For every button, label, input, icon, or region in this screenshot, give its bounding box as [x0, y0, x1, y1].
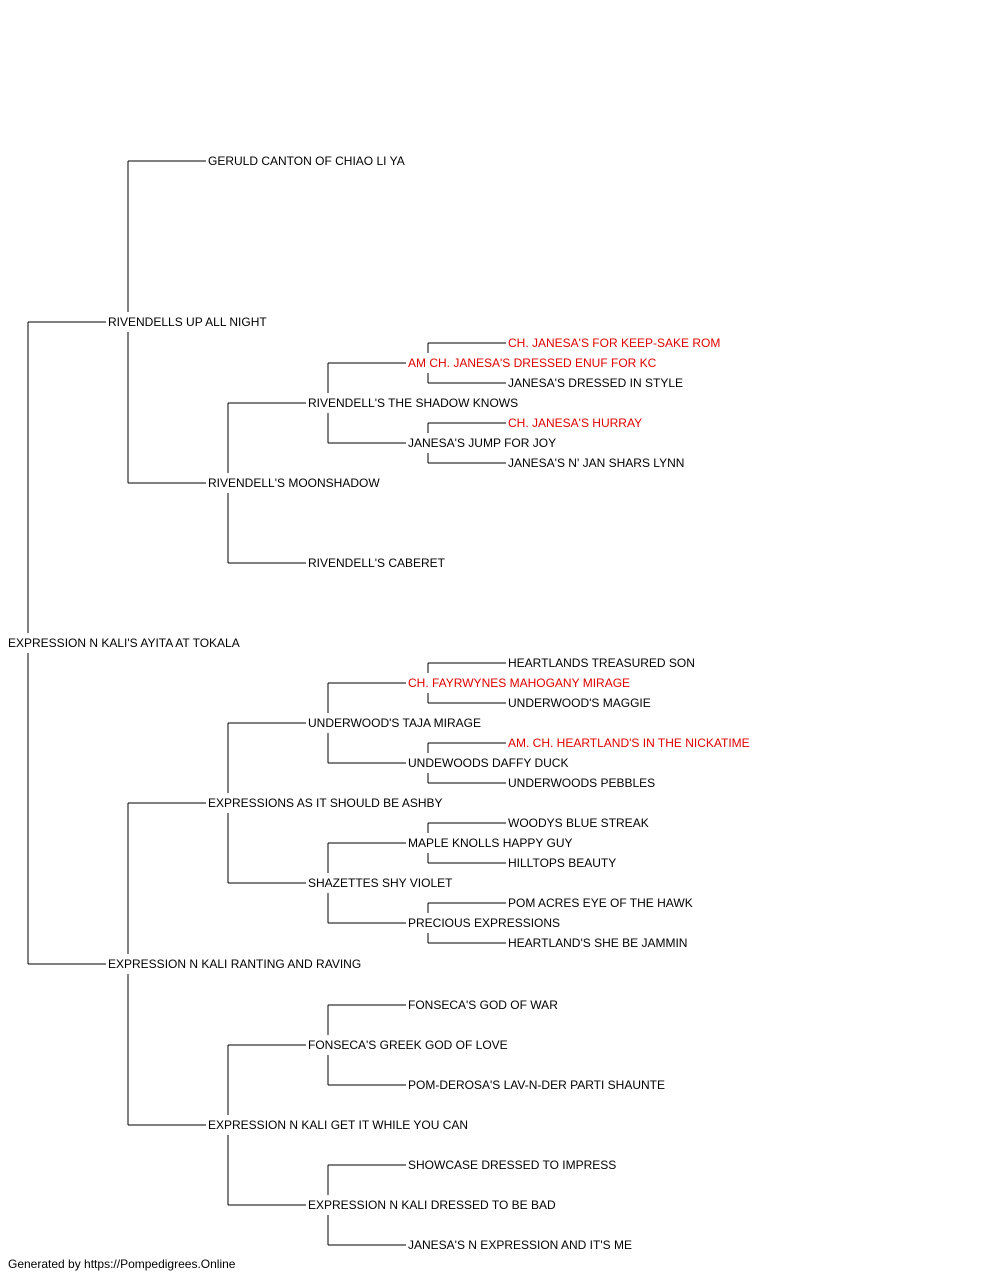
dam-name: JANESA'S N EXPRESSION AND IT'S ME [408, 1238, 632, 1252]
sire-name: AM. CH. HEARTLAND'S IN THE NICKATIME [508, 736, 750, 750]
dam-name: JANESA'S N' JAN SHARS LYNN [508, 456, 685, 470]
dam-name: HILLTOPS BEAUTY [508, 856, 617, 870]
dam-name: POM-DEROSA'S LAV-N-DER PARTI SHAUNTE [408, 1078, 665, 1092]
dam-name: RIVENDELL'S MOONSHADOW [208, 476, 380, 490]
sire-name: RIVENDELL'S THE SHADOW KNOWS [308, 396, 519, 410]
sire-name: UNDERWOOD'S TAJA MIRAGE [308, 716, 481, 730]
dam-name: HEARTLAND'S SHE BE JAMMIN [508, 936, 688, 950]
sire-name: EXPRESSIONS AS IT SHOULD BE ASHBY [208, 796, 443, 810]
dam-name: PRECIOUS EXPRESSIONS [408, 916, 561, 930]
dam-name: SHAZETTES SHY VIOLET [308, 876, 453, 890]
sire-name: CH. JANESA'S FOR KEEP-SAKE ROM [508, 336, 721, 350]
dam-name: JANESA'S JUMP FOR JOY [408, 436, 557, 450]
sire-name: AM CH. JANESA'S DRESSED ENUF FOR KC [408, 356, 657, 370]
sire-name: HEARTLANDS TREASURED SON [508, 656, 695, 670]
sire-name: GERULD CANTON OF CHIAO LI YA [208, 154, 405, 168]
sire-name: MAPLE KNOLLS HAPPY GUY [408, 836, 573, 850]
sire-name: SHOWCASE DRESSED TO IMPRESS [408, 1158, 617, 1172]
sire-name: CH. FAYRWYNES MAHOGANY MIRAGE [408, 676, 631, 690]
sire-name: WOODYS BLUE STREAK [508, 816, 649, 830]
sire-name: RIVENDELLS UP ALL NIGHT [108, 315, 267, 329]
dam-name: UNDERWOODS PEBBLES [508, 776, 656, 790]
sire-name: FONSECA'S GOD OF WAR [408, 998, 558, 1012]
dam-name: RIVENDELL'S CABERET [308, 556, 445, 570]
dam-name: EXPRESSION N KALI DRESSED TO BE BAD [308, 1198, 556, 1212]
dam-name: JANESA'S DRESSED IN STYLE [508, 376, 684, 390]
dam-name: EXPRESSION N KALI GET IT WHILE YOU CAN [208, 1118, 469, 1132]
dam-name: UNDEWOODS DAFFY DUCK [408, 756, 569, 770]
dam-name: UNDERWOOD'S MAGGIE [508, 696, 651, 710]
generated-by-footer: Generated by https://Pompedigrees.Online [8, 1257, 236, 1271]
sire-name: FONSECA'S GREEK GOD OF LOVE [308, 1038, 508, 1052]
pedigree-tree [27, 160, 506, 1246]
dam-name: EXPRESSION N KALI RANTING AND RAVING [108, 957, 362, 971]
subject-dog-name: EXPRESSION N KALI'S AYITA AT TOKALA [8, 636, 240, 650]
sire-name: CH. JANESA'S HURRAY [508, 416, 643, 430]
sire-name: POM ACRES EYE OF THE HAWK [508, 896, 693, 910]
